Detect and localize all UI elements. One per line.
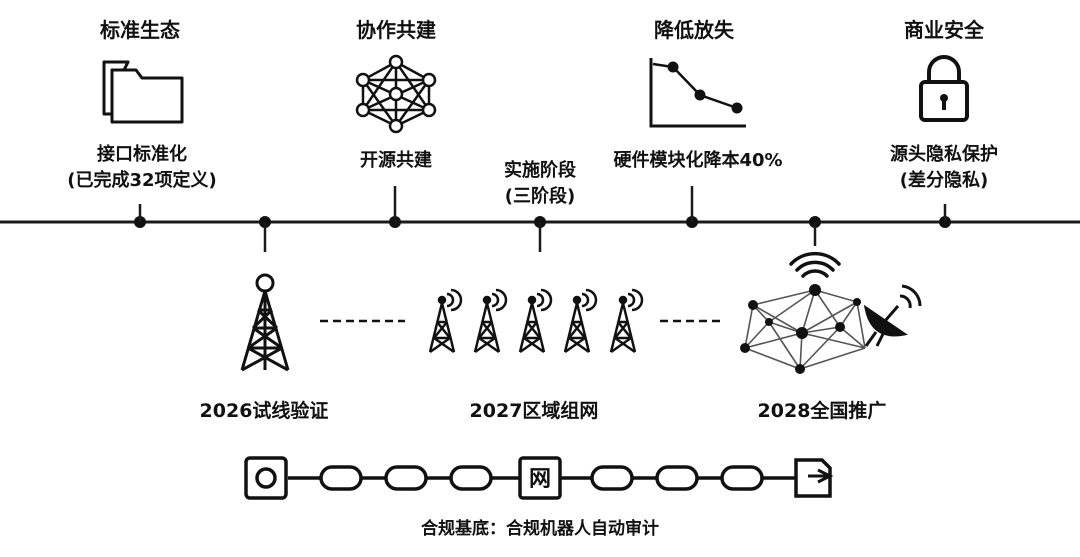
declining-chart-icon (649, 58, 746, 128)
pillar-heading-cooperation: 协作共建 (356, 18, 436, 42)
pillar-label-cooperation: 开源共建 (360, 150, 432, 171)
implementation-label-line1: 实施阶段 (504, 160, 576, 181)
chain-link (384, 465, 428, 491)
pillar-label-cost: 硬件模块化降本40% (613, 150, 783, 171)
phase-label-2028: 2028全国推广 (757, 400, 887, 422)
pillar-heading-standard: 标准生态 (100, 18, 180, 42)
network-icon (355, 54, 437, 134)
implementation-label-line2: (三阶段) (504, 186, 576, 207)
pillar-label-standard-line1: 接口标准化 (96, 144, 187, 165)
chain-link (655, 465, 699, 491)
single-tower-icon (240, 273, 290, 372)
implementation-label: 实施阶段 (三阶段) (504, 158, 576, 210)
wifi-signal-icon (789, 251, 841, 278)
chain-link (720, 465, 764, 491)
audit-document-icon (794, 458, 834, 498)
chain-link (590, 465, 634, 491)
phase-label-2027: 2027区域组网 (469, 400, 599, 422)
chain-center-glyph: 网 (529, 467, 551, 492)
pillar-label-standard-line2: (已完成32项定义) (67, 170, 217, 191)
satellite-dish-icon (863, 284, 922, 347)
compliance-chain (244, 456, 834, 500)
pillar-label-security-line2: (差分隐私) (899, 170, 989, 191)
chain-link (319, 465, 363, 491)
pillar-label-standard: 接口标准化 (已完成32项定义) (67, 142, 217, 194)
folder-icon (102, 60, 184, 124)
chain-center-node (518, 456, 562, 500)
padlock-icon (919, 55, 969, 122)
phase-label-2026: 2026试线验证 (199, 400, 329, 422)
chain-link (449, 465, 493, 491)
national-network-icon (740, 251, 922, 374)
multi-tower-icon (428, 288, 644, 354)
pillar-label-security-line1: 源头隐私保护 (890, 144, 998, 165)
compliance-caption: 合规基底：合规机器人自动审计 (421, 519, 659, 539)
pillar-label-security: 源头隐私保护 (差分隐私) (890, 142, 998, 194)
pillar-heading-cost: 降低放失 (654, 18, 734, 42)
pillar-heading-security: 商业安全 (904, 18, 984, 42)
